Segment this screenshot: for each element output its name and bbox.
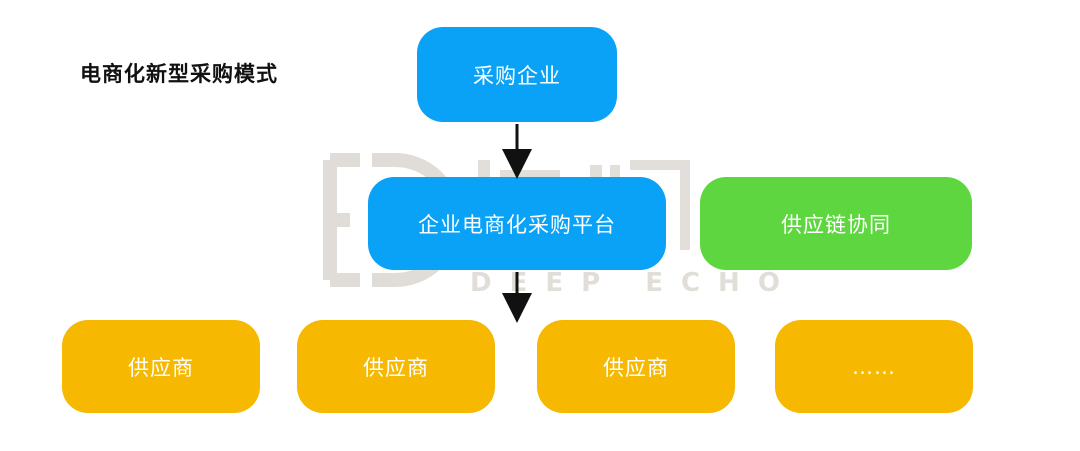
node-supplier-2: 供应商 <box>297 320 495 413</box>
node-supplier-1: 供应商 <box>62 320 260 413</box>
node-procurement-enterprise: 采购企业 <box>417 27 617 122</box>
watermark-text: DEEP ECHO <box>470 268 798 298</box>
node-supply-chain-collaboration: 供应链协同 <box>700 177 972 270</box>
node-supplier-3: 供应商 <box>537 320 735 413</box>
node-supplier-more: …… <box>775 320 973 413</box>
node-procurement-platform: 企业电商化采购平台 <box>368 177 666 270</box>
diagram-title: 电商化新型采购模式 <box>80 62 278 86</box>
